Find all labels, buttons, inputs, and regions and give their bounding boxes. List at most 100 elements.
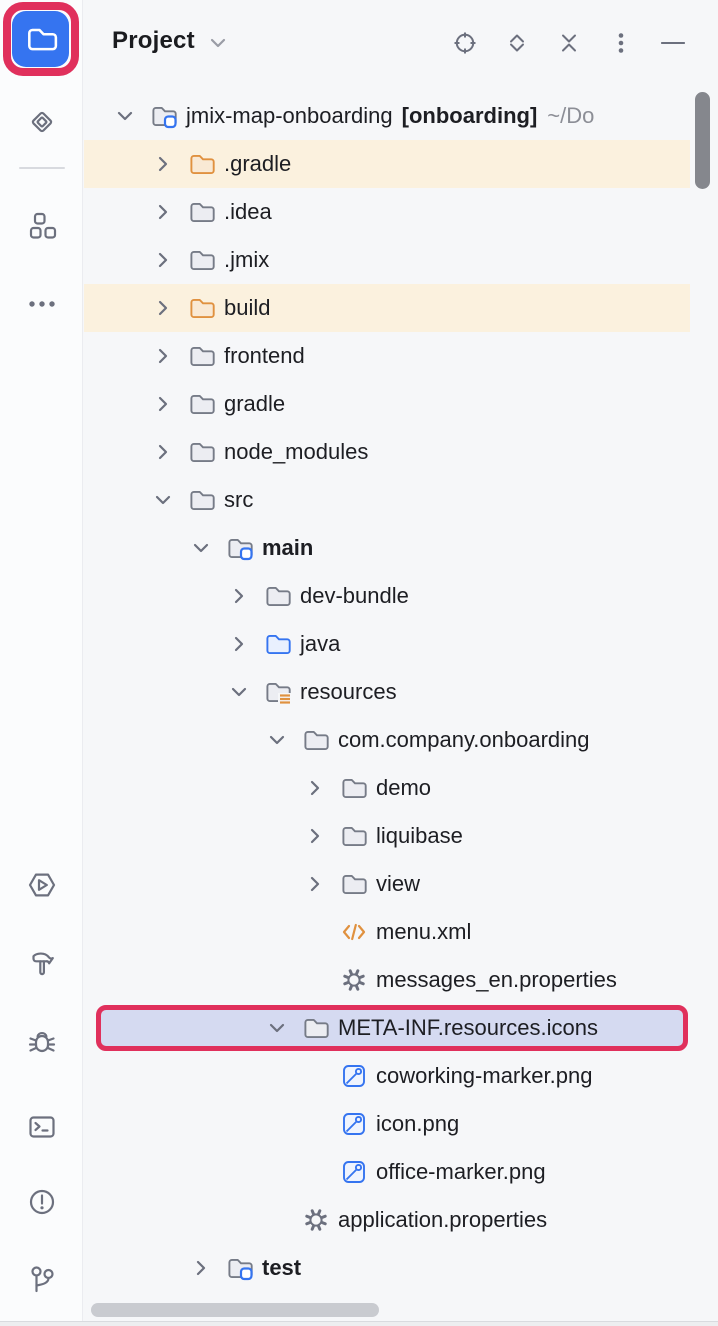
folder-icon	[188, 486, 216, 514]
version-control-tool-button[interactable]	[27, 1265, 57, 1295]
tree-row[interactable]: resources	[84, 668, 718, 716]
chevron-collapsed-icon[interactable]	[302, 860, 328, 908]
folder-icon	[302, 726, 330, 754]
tree-row[interactable]: coworking-marker.png	[84, 1052, 718, 1100]
chevron-expanded-icon[interactable]	[150, 476, 176, 524]
tree-row[interactable]: main	[84, 524, 718, 572]
chevron-collapsed-icon[interactable]	[150, 284, 176, 332]
problems-tool-button[interactable]	[27, 1187, 57, 1217]
commit-icon	[27, 107, 57, 137]
debug-tool-button[interactable]	[27, 1028, 57, 1058]
chevron-expanded-icon[interactable]	[112, 92, 138, 140]
tree-row-label: gradle	[224, 391, 286, 416]
expand-all-icon[interactable]	[505, 31, 529, 55]
tree-row[interactable]: .gradle	[84, 140, 718, 188]
chevron-collapsed-icon[interactable]	[150, 140, 176, 188]
source-folder-icon	[264, 630, 292, 658]
project-view-selector[interactable]: Project	[112, 27, 229, 55]
properties-file-icon	[302, 1206, 330, 1234]
chevron-collapsed-icon[interactable]	[150, 428, 176, 476]
tree-row[interactable]: frontend	[84, 332, 718, 380]
folder-icon	[340, 870, 368, 898]
window-edge	[0, 1321, 718, 1326]
tree-row-label: liquibase	[376, 823, 463, 848]
tree-row[interactable]: dev-bundle	[84, 572, 718, 620]
chevron-expanded-icon[interactable]	[264, 1004, 290, 1052]
tree-row-label: java	[300, 631, 341, 656]
tree-row-label: demo	[376, 775, 432, 800]
tree-row[interactable]: messages_en.properties	[84, 956, 718, 1004]
chevron-collapsed-icon[interactable]	[302, 764, 328, 812]
vertical-scrollbar[interactable]	[695, 92, 710, 189]
tree-row[interactable]: .idea	[84, 188, 718, 236]
build-tool-button[interactable]	[27, 948, 57, 978]
locate-icon[interactable]	[453, 31, 477, 55]
chevron-expanded-icon[interactable]	[188, 524, 214, 572]
chevron-collapsed-icon[interactable]	[150, 188, 176, 236]
tree-row[interactable]: .jmix	[84, 236, 718, 284]
folder-icon	[188, 342, 216, 370]
image-file-icon	[340, 1158, 368, 1186]
structure-tool-button[interactable]	[27, 211, 57, 241]
tree-row-label-bold-suffix: [onboarding]	[401, 103, 538, 128]
tree-row[interactable]: liquibase	[84, 812, 718, 860]
tree-row[interactable]: icon.png	[84, 1100, 718, 1148]
hide-icon[interactable]	[661, 31, 685, 55]
tree-row-path: ~/Do	[547, 103, 595, 128]
tree-row-label: main	[262, 535, 314, 560]
tree-row-label: jmix-map-onboarding	[186, 103, 393, 128]
tree-row[interactable]: office-marker.png	[84, 1148, 718, 1196]
services-tool-button[interactable]	[27, 870, 57, 900]
project-tool-button[interactable]	[12, 11, 69, 67]
annotation-highlight	[96, 1005, 688, 1051]
module-folder-icon	[226, 534, 254, 562]
more-tools-button[interactable]	[27, 289, 57, 319]
tree-row[interactable]: META-INF.resources.icons	[84, 1004, 718, 1052]
build-hammer-icon	[27, 948, 57, 978]
terminal-icon	[27, 1112, 57, 1142]
chevron-spacer	[302, 908, 328, 956]
tree-row[interactable]: com.company.onboarding	[84, 716, 718, 764]
tree-row[interactable]: src	[84, 476, 718, 524]
header-toolbar	[453, 31, 685, 55]
tree-row-label: .gradle	[224, 151, 292, 176]
chevron-spacer	[302, 1052, 328, 1100]
collapse-all-icon[interactable]	[557, 31, 581, 55]
tree-row[interactable]: jmix-map-onboarding [onboarding] ~/Do	[84, 92, 718, 140]
terminal-tool-button[interactable]	[27, 1112, 57, 1142]
structure-icon	[27, 211, 57, 241]
tree-row-label: application.properties	[338, 1207, 548, 1232]
chevron-collapsed-icon[interactable]	[188, 1244, 214, 1292]
commit-tool-button[interactable]	[27, 107, 57, 137]
chevron-collapsed-icon[interactable]	[150, 332, 176, 380]
folder-icon	[188, 198, 216, 226]
tree-row[interactable]: java	[84, 620, 718, 668]
tree-row[interactable]: gradle	[84, 380, 718, 428]
chevron-collapsed-icon[interactable]	[226, 620, 252, 668]
tree-row[interactable]: build	[84, 284, 718, 332]
tree-row-label: office-marker.png	[376, 1159, 546, 1184]
tree-row-label: .jmix	[224, 247, 270, 272]
chevron-collapsed-icon[interactable]	[226, 572, 252, 620]
tree-row[interactable]: menu.xml	[84, 908, 718, 956]
more-options-icon[interactable]	[609, 31, 633, 55]
chevron-collapsed-icon[interactable]	[150, 380, 176, 428]
horizontal-scrollbar[interactable]	[91, 1303, 379, 1317]
chevron-collapsed-icon[interactable]	[302, 812, 328, 860]
tree-row[interactable]: application.properties	[84, 1196, 718, 1244]
tree-row[interactable]: node_modules	[84, 428, 718, 476]
tree-row[interactable]: demo	[84, 764, 718, 812]
excluded-folder-icon	[188, 294, 216, 322]
chevron-collapsed-icon[interactable]	[150, 236, 176, 284]
resources-folder-icon	[264, 678, 292, 706]
chevron-expanded-icon[interactable]	[264, 716, 290, 764]
chevron-spacer	[302, 1148, 328, 1196]
folder-icon	[188, 390, 216, 418]
tree-row[interactable]: test	[84, 1244, 718, 1292]
excluded-folder-icon	[188, 150, 216, 178]
chevron-spacer	[264, 1196, 290, 1244]
module-folder-icon	[150, 102, 178, 130]
tree-row[interactable]: view	[84, 860, 718, 908]
chevron-expanded-icon[interactable]	[226, 668, 252, 716]
